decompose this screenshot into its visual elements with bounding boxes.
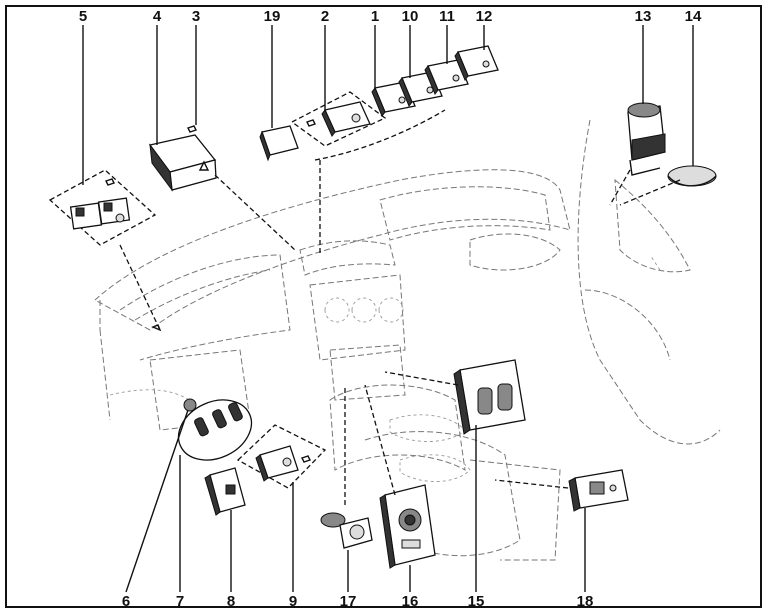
part-16-rotary-unit bbox=[379, 484, 436, 569]
callout-10: 10 bbox=[402, 8, 419, 25]
part-19-switch bbox=[259, 125, 299, 162]
callout-14: 14 bbox=[685, 8, 702, 25]
callout-4: 4 bbox=[153, 8, 162, 25]
callout-19: 19 bbox=[264, 8, 281, 25]
part-15-window-switch bbox=[453, 359, 526, 435]
leader-lines bbox=[82, 25, 694, 593]
parts-1-10-11-12-switch-row bbox=[314, 45, 499, 161]
callout-8: 8 bbox=[227, 593, 235, 610]
callout-13: 13 bbox=[635, 8, 652, 25]
part-2-switch bbox=[290, 91, 387, 147]
part-7-oval-plate bbox=[177, 399, 253, 461]
callout-numbers: 5 4 3 19 2 1 10 11 12 13 14 6 7 8 9 17 1… bbox=[79, 8, 702, 610]
dashboard-outline bbox=[94, 119, 721, 561]
callout-6: 6 bbox=[122, 593, 130, 610]
callout-18: 18 bbox=[577, 593, 594, 610]
callout-16: 16 bbox=[402, 593, 419, 610]
callout-9: 9 bbox=[289, 593, 297, 610]
part-5-switch-pair bbox=[48, 169, 157, 246]
part-8-switch bbox=[204, 467, 246, 516]
part-14-lens-cover bbox=[667, 165, 717, 187]
callout-15: 15 bbox=[468, 593, 485, 610]
callout-5: 5 bbox=[79, 8, 87, 25]
callout-1: 1 bbox=[371, 8, 379, 25]
callout-3: 3 bbox=[192, 8, 200, 25]
callout-11: 11 bbox=[439, 8, 455, 25]
part-6-knob bbox=[183, 398, 197, 412]
callout-17: 17 bbox=[340, 593, 357, 610]
part-4-hazard-switch bbox=[148, 125, 217, 192]
assembly-arrows bbox=[119, 160, 681, 505]
callout-2: 2 bbox=[321, 8, 329, 25]
part-17-socket bbox=[320, 512, 373, 549]
part-18-switch bbox=[568, 469, 629, 512]
part-13-cylinder-unit bbox=[627, 102, 666, 176]
callout-12: 12 bbox=[476, 8, 493, 25]
callout-7: 7 bbox=[176, 593, 184, 610]
part-9-switch bbox=[236, 424, 327, 489]
